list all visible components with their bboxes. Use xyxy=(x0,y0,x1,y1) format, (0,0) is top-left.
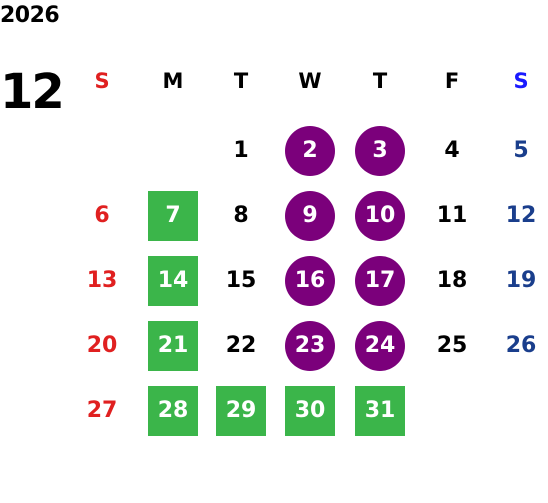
day-cell[interactable]: 13 xyxy=(86,268,118,293)
month-label: 12 xyxy=(0,64,65,120)
day-cell[interactable]: 11 xyxy=(436,203,468,228)
day-cell[interactable]: 21 xyxy=(148,321,198,371)
day-cell[interactable]: 22 xyxy=(225,333,257,358)
day-cell[interactable]: 18 xyxy=(436,268,468,293)
weekday-header: F xyxy=(444,68,460,93)
year-label: 2026 xyxy=(0,3,60,28)
day-cell[interactable]: 31 xyxy=(355,386,405,436)
weekday-header: S xyxy=(513,68,529,93)
day-cell[interactable]: 19 xyxy=(505,268,537,293)
day-cell[interactable]: 3 xyxy=(355,126,405,176)
day-cell[interactable]: 28 xyxy=(148,386,198,436)
day-cell[interactable]: 23 xyxy=(285,321,335,371)
weekday-header: T xyxy=(233,68,249,93)
day-cell[interactable]: 20 xyxy=(86,333,118,358)
day-cell[interactable]: 29 xyxy=(216,386,266,436)
day-cell[interactable]: 27 xyxy=(86,398,118,423)
weekday-header: M xyxy=(162,68,184,93)
day-cell[interactable]: 1 xyxy=(233,138,249,163)
day-cell[interactable]: 15 xyxy=(225,268,257,293)
weekday-header: S xyxy=(94,68,110,93)
day-cell[interactable]: 9 xyxy=(285,191,335,241)
day-cell[interactable]: 12 xyxy=(505,203,537,228)
weekday-header: T xyxy=(372,68,388,93)
day-cell[interactable]: 8 xyxy=(233,203,249,228)
day-cell[interactable]: 10 xyxy=(355,191,405,241)
day-cell[interactable]: 17 xyxy=(355,256,405,306)
day-cell[interactable]: 24 xyxy=(355,321,405,371)
day-cell[interactable]: 25 xyxy=(436,333,468,358)
day-cell[interactable]: 5 xyxy=(513,138,529,163)
weekday-header: W xyxy=(298,68,322,93)
day-cell[interactable]: 2 xyxy=(285,126,335,176)
day-cell[interactable]: 7 xyxy=(148,191,198,241)
day-cell[interactable]: 14 xyxy=(148,256,198,306)
day-cell[interactable]: 4 xyxy=(444,138,460,163)
day-cell[interactable]: 26 xyxy=(505,333,537,358)
day-cell[interactable]: 6 xyxy=(94,203,110,228)
day-cell[interactable]: 16 xyxy=(285,256,335,306)
day-cell[interactable]: 30 xyxy=(285,386,335,436)
